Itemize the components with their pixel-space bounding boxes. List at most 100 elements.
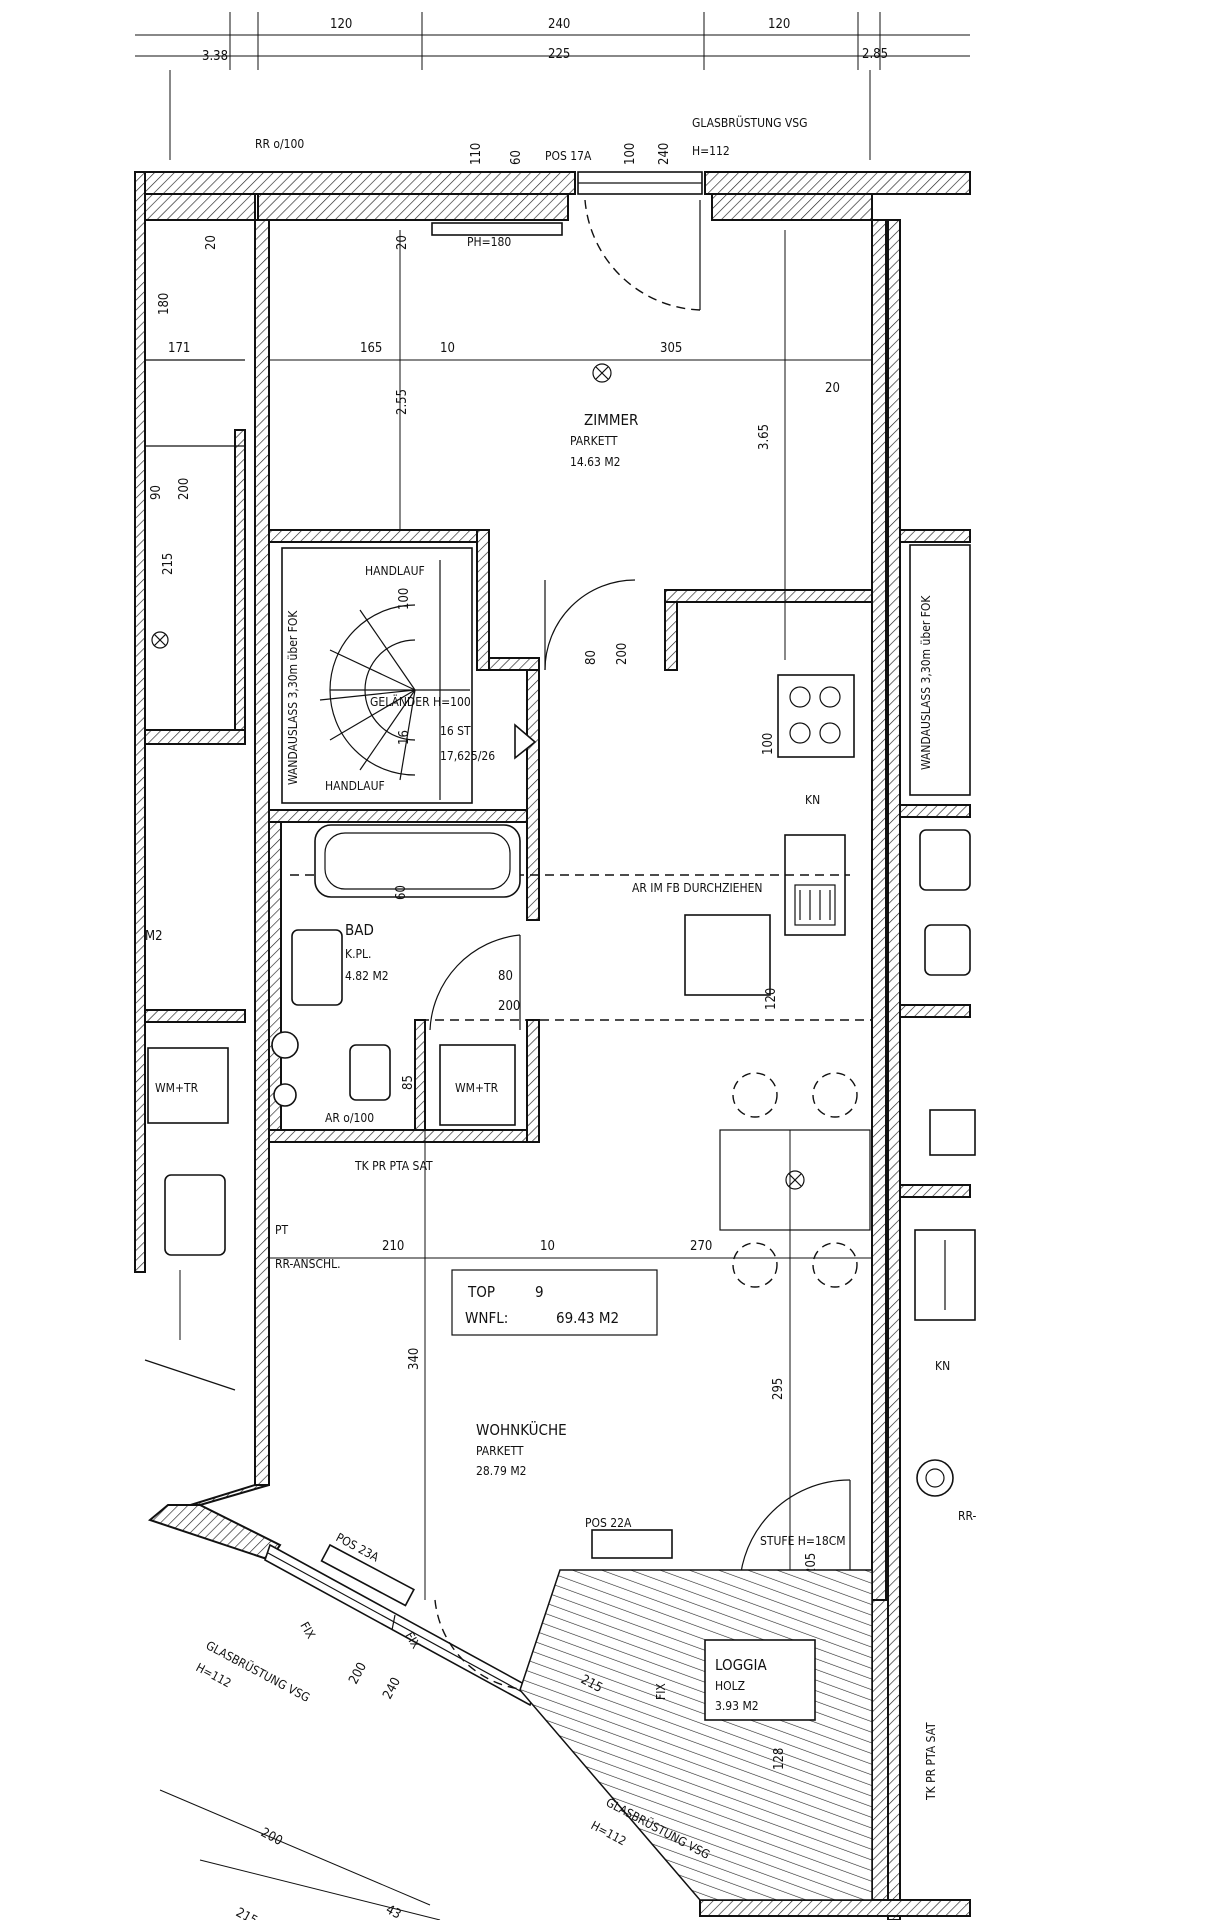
dim-top-225: 225 [548, 47, 570, 62]
room-wohnkuche: 210 10 270 340 295 TOP 9 WNFL: 69.43 M2 … [269, 1072, 872, 1601]
wnfl-area: 69.43 M2 [556, 1309, 619, 1327]
step-size: 17,625/26 [440, 749, 495, 763]
bad-floor: K.PL. [345, 947, 371, 961]
wm-left-label: WM+TR [155, 1081, 199, 1095]
pos17-label: POS 17A [545, 149, 592, 163]
dim-top-120b: 120 [768, 17, 790, 32]
steps-count: 16 ST [440, 724, 471, 738]
zimmer-name: ZIMMER [584, 411, 638, 429]
wohnkuche-floor: PARKETT [476, 1444, 524, 1458]
fix-3: FIX [654, 1683, 668, 1700]
room-zimmer: PH=180 ZIMMER PARKETT 14.63 M2 165 10 30… [255, 114, 872, 671]
rr-right-label: RR- [958, 1509, 977, 1523]
dim-top-120a: 120 [330, 17, 352, 32]
dim-stair-100: 100 [397, 588, 412, 610]
room-bad: BAD K.PL. 4.82 M2 WM+TR AR o/100 TK PR P… [271, 824, 872, 1173]
dim-210: 210 [382, 1239, 404, 1254]
loggia-area: 3.93 M2 [715, 1699, 759, 1713]
wohnkuche-name: WOHNKÜCHE [476, 1420, 567, 1439]
bad-area: 4.82 M2 [345, 969, 389, 983]
kn-label: KN [805, 793, 820, 807]
dim-left-20: 20 [204, 235, 219, 250]
dim-10-mid: 10 [540, 1239, 555, 1254]
dim-top-338: 3.38 [202, 49, 228, 64]
dim-255: 2.55 [395, 389, 410, 415]
top-label: TOP [467, 1283, 495, 1301]
kitchen: KN AR IM FB DURCHZIEHEN 100 [290, 674, 855, 996]
pos22-label: POS 22A [585, 1516, 632, 1530]
dim-left-215: 215 [161, 553, 176, 575]
room-loggia: LOGGIA HOLZ 3.93 M2 FIX 215 128 GLASBRÜS… [519, 1569, 873, 1901]
dim-240: 240 [657, 143, 672, 165]
dim-bottom-215: 215 [233, 1905, 260, 1920]
dim-left-90: 90 [149, 485, 164, 500]
wohnkuche-area: 28.79 M2 [476, 1464, 527, 1478]
dim-365: 3.65 [757, 424, 772, 450]
dim-door-80: 80 [584, 650, 599, 665]
staircase: WANDAUSLASS 3,30m über FOK HANDLAUF HAND… [281, 547, 537, 804]
handlauf-bottom: HANDLAUF [325, 779, 385, 793]
dim-left-171: 171 [168, 341, 190, 356]
zimmer-floor: PARKETT [570, 434, 618, 448]
kn-right-label: KN [935, 1359, 950, 1373]
dim-bad-85: 85 [401, 1075, 416, 1090]
dim-100: 100 [623, 143, 638, 165]
top-number: 9 [535, 1283, 544, 1301]
dim-left-200: 200 [177, 478, 192, 500]
handlauf-top: HANDLAUF [365, 564, 425, 578]
fix-1: FIX [297, 1620, 318, 1642]
dim-240-diag: 240 [380, 1675, 404, 1702]
gelaender-label: GELÄNDER H=100 [370, 694, 471, 709]
loggia-name: LOGGIA [715, 1656, 767, 1674]
dim-20-top: 20 [395, 235, 410, 250]
rr-label: RR o/100 [255, 137, 304, 151]
diagonal-facade: POS 23A FIX FIX GLASBRÜSTUNG VSG H=112 2… [194, 1530, 536, 1707]
dim-200-diag: 200 [346, 1660, 370, 1687]
dim-20-right: 20 [825, 381, 840, 396]
dim-60: 60 [509, 150, 524, 165]
rr-anschl-label: RR-ANSCHL. [275, 1257, 341, 1271]
dim-bottom-43: 43 [383, 1902, 403, 1920]
dim-door-200: 200 [615, 643, 630, 665]
glas-top-h: H=112 [692, 144, 730, 158]
dim-305: 305 [660, 341, 682, 356]
glas-diag-h: H=112 [194, 1660, 234, 1690]
outer-walls [134, 171, 971, 1920]
dim-loggia-128: 128 [772, 1748, 787, 1770]
wandauslass-right: WANDAUSLASS 3,30m über FOK [919, 595, 933, 770]
wm-bath-label: WM+TR [455, 1081, 499, 1095]
sockets-bath: TK PR PTA SAT [354, 1159, 433, 1173]
glas-bottom-h: H=112 [589, 1818, 629, 1848]
dim-110: 110 [469, 143, 484, 165]
zimmer-area: 14.63 M2 [570, 455, 621, 469]
loggia-floor: HOLZ [715, 1679, 745, 1693]
dim-top-240: 240 [548, 17, 570, 32]
wnfl-label: WNFL: [465, 1309, 508, 1327]
dim-top-285: 2.85 [862, 47, 888, 62]
dim-bad-120: 120 [764, 988, 779, 1010]
dim-bad-60: 60 [394, 885, 409, 900]
dim-270: 270 [690, 1239, 712, 1254]
ar100-label: AR o/100 [325, 1111, 374, 1125]
top-dimension-chain: 120 240 120 3.38 225 2.85 [135, 12, 970, 160]
pt-label: PT [275, 1223, 289, 1237]
dim-stair-160: 16 [397, 730, 412, 745]
wandauslass-left: WANDAUSLASS 3,30m über FOK [286, 610, 300, 785]
dim-340: 340 [407, 1348, 422, 1370]
stufe-label: STUFE H=18CM [760, 1534, 846, 1548]
interior-walls [268, 529, 873, 1143]
neighbour-left: 90 200 215 20 171 180 M2 WM+TR PT RR-ANS… [134, 171, 341, 1391]
neighbour-right: WANDAUSLASS 3,30m über FOK KN RR- TK PR … [899, 529, 977, 1801]
dim-bad-200: 200 [498, 999, 520, 1014]
glas-top-label: GLASBRÜSTUNG VSG [692, 114, 808, 130]
dim-left-m2: M2 [145, 929, 163, 944]
dim-10-top: 10 [440, 341, 455, 356]
bad-name: BAD [345, 921, 374, 939]
bottom-dimensions: 200 215 43 [159, 1789, 441, 1920]
sockets-right: TK PR PTA SAT [924, 1722, 938, 1801]
ph-label: PH=180 [467, 235, 511, 249]
dim-left-180: 180 [157, 293, 172, 315]
dim-kitchen-100: 100 [761, 733, 776, 755]
ar-fb-label: AR IM FB DURCHZIEHEN [632, 881, 762, 895]
